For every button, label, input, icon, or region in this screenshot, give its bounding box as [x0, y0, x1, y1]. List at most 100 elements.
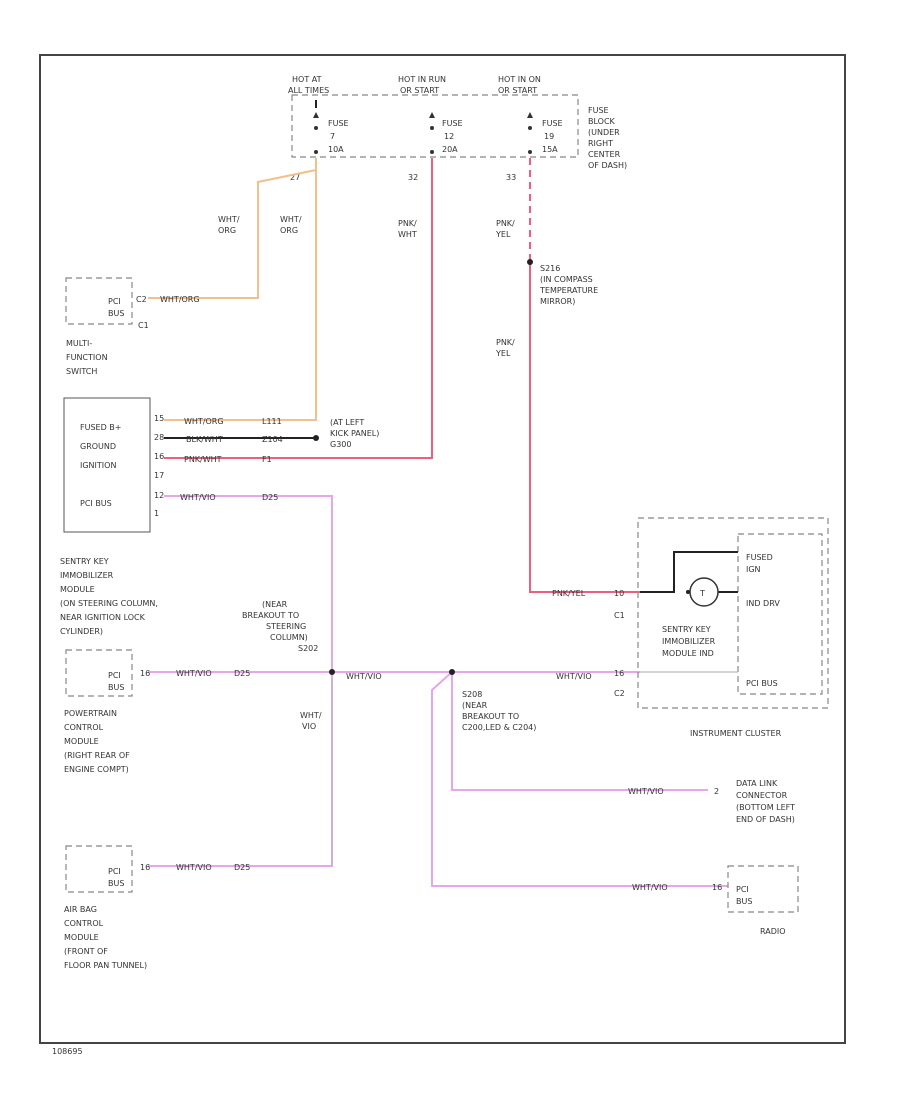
s216-label-3: MIRROR)	[540, 297, 575, 306]
fuse-19-name: FUSE	[542, 119, 563, 128]
skim-label-0: SENTRY KEY	[60, 557, 109, 566]
diagram-frame	[39, 54, 846, 1044]
skim-label-4: NEAR IGNITION LOCK	[60, 613, 146, 622]
cluster-conn-c2: C2	[614, 689, 625, 698]
skim-circ-0: L111	[262, 417, 282, 426]
mfs-conn: C1	[138, 321, 149, 330]
mfs-label-2: SWITCH	[66, 367, 97, 376]
data-link-connector: 2 DATA LINK CONNECTOR (BOTTOM LEFT END O…	[714, 779, 795, 824]
fuse-12: FUSE 12 20A	[429, 112, 463, 154]
s216-label-1: (IN COMPASS	[540, 275, 593, 284]
dlc-label-1: CONNECTOR	[736, 791, 788, 800]
splice-s202-dot	[329, 669, 335, 675]
acm-pci: PCI	[108, 867, 121, 876]
fuse-pin-33: 33	[506, 173, 516, 182]
s208-label-0: S208	[462, 690, 482, 699]
skim-pin-ground: GROUND	[80, 442, 116, 451]
s202-label-2: STEERING	[266, 622, 306, 631]
ground-g300-dot	[313, 435, 319, 441]
fuse-12-name: FUSE	[442, 119, 463, 128]
s202-label-4: S202	[298, 644, 318, 653]
s202-label-3: COLUMN)	[270, 633, 308, 642]
acm-label-4: FLOOR PAN TUNNEL)	[64, 961, 147, 970]
mfs-bus: BUS	[108, 309, 124, 318]
fuse-block-label-0: FUSE	[588, 106, 609, 115]
pcm-label-0: POWERTRAIN	[64, 709, 117, 718]
acm-pin: 16	[140, 863, 150, 872]
mfs-label-0: MULTI-	[66, 339, 92, 348]
cluster-pin-10: 10	[614, 589, 624, 598]
cluster-label: INSTRUMENT CLUSTER	[690, 729, 782, 738]
fuse-block-label-4: CENTER	[588, 150, 621, 159]
skim-label-1: IMMOBILIZER	[60, 571, 114, 580]
wire-wht-vio-radio	[431, 671, 728, 887]
wire-label-pnkyel-b: YEL	[495, 230, 511, 239]
radio-bus: BUS	[736, 897, 752, 906]
fuse-19-num: 19	[544, 132, 554, 141]
wire-tag-whtvio-5: WHT/VIO	[628, 787, 664, 796]
hot-label-1: HOT AT	[292, 75, 322, 84]
figure-code: 108695	[52, 1047, 83, 1056]
wire-label-whtorg-1b: ORG	[218, 226, 236, 235]
skim-circ-3: D25	[262, 493, 278, 502]
fuse-19: FUSE 19 15A	[527, 112, 563, 154]
acm-label-2: MODULE	[64, 933, 99, 942]
fuse-7-num: 7	[330, 132, 335, 141]
acm-label-3: (FRONT OF	[64, 947, 108, 956]
lamp-glyph: T	[699, 589, 705, 598]
cluster-item-1: IGN	[746, 565, 761, 574]
pcm-label-3: (RIGHT REAR OF	[64, 751, 130, 760]
fuse-12-num: 12	[444, 132, 454, 141]
wire-label-pnkyel-a: PNK/	[496, 219, 515, 228]
instrument-cluster: T FUSED IGN IND DRV SENTRY KEY IMMOBILIZ…	[614, 517, 829, 738]
skim-num-5: 1	[154, 509, 159, 518]
skim-num-4: 12	[154, 491, 164, 500]
wire-wht-org-a	[148, 158, 317, 299]
radio: PCI BUS 16 RADIO	[712, 865, 799, 936]
skim-circ-2: F1	[262, 455, 272, 464]
wire-tag-whtvio-4: WHT/VIO	[556, 672, 592, 681]
skim-num-0: 15	[154, 414, 164, 423]
dlc-label-0: DATA LINK	[736, 779, 778, 788]
acm-bus: BUS	[108, 879, 124, 888]
skim-num-1: 28	[154, 433, 164, 442]
hot-label-3b: OR START	[498, 86, 537, 95]
wire-label-pnkyel-d: YEL	[495, 349, 511, 358]
hot-label-1b: ALL TIMES	[288, 86, 329, 95]
acm-label-1: CONTROL	[64, 919, 104, 928]
fuse-block: HOT AT ALL TIMES HOT IN RUN OR START HOT…	[288, 75, 627, 182]
hot-label-2: HOT IN RUN	[398, 75, 446, 84]
skim-label-3: (ON STEERING COLUMN,	[60, 599, 158, 608]
skim-num-3: 17	[154, 471, 164, 480]
fuse-block-label-1: BLOCK	[588, 117, 616, 126]
fuse-12-amp: 20A	[442, 145, 458, 154]
pcm-bus: BUS	[108, 683, 124, 692]
wire-pnk-yel-b	[529, 262, 640, 593]
fuse-block-label-2: (UNDER	[588, 128, 620, 137]
skim-pin-fusedb: FUSED B+	[80, 423, 121, 432]
hot-label-3: HOT IN ON	[498, 75, 541, 84]
fuse-7-amp: 10A	[328, 145, 344, 154]
pcm-conn-tag: D25	[234, 669, 250, 678]
cluster-item-5: MODULE IND	[662, 649, 714, 658]
dlc-pin: 2	[714, 787, 719, 796]
skim-label-2: MODULE	[60, 585, 95, 594]
dlc-label-3: END OF DASH)	[736, 815, 795, 824]
wire-tag-pnkyel: PNK/YEL	[552, 589, 586, 598]
wire-label-pnkyel-c: PNK/	[496, 338, 515, 347]
skim-pin-pcibus: PCI BUS	[80, 499, 112, 508]
wire-label-whtorg-2a: WHT/	[280, 215, 302, 224]
wire-tag-blkwht: BLK/WHT	[186, 435, 223, 444]
wire-wht-vio-sentry	[148, 495, 333, 867]
pcm-pci: PCI	[108, 671, 121, 680]
airbag-control-module: PCI BUS 16 D25 AIR BAG CONTROL MODULE (F…	[64, 845, 250, 970]
fuse-7-name: FUSE	[328, 119, 349, 128]
s202-label-1: BREAKOUT TO	[242, 611, 299, 620]
s216-label-2: TEMPERATURE	[539, 286, 598, 295]
wire-wht-org-b	[164, 170, 317, 421]
fuse-19-amp: 15A	[542, 145, 558, 154]
g300-label-2: G300	[330, 440, 351, 449]
powertrain-control-module: PCI BUS 16 D25 POWERTRAIN CONTROL MODULE…	[64, 649, 250, 774]
wire-tag-whtvio-6: WHT/VIO	[632, 883, 668, 892]
